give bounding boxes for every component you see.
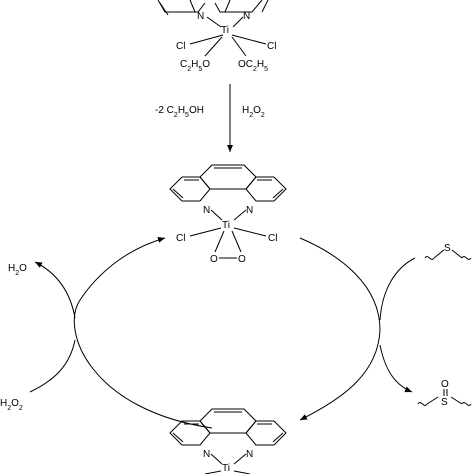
sulfoxide-o: O: [441, 379, 449, 390]
sulfide-s: S: [444, 243, 451, 254]
sulfoxide-out-arrow: [379, 344, 413, 393]
sulfoxide-s: S: [441, 397, 448, 408]
h2o2-in-arrow: [29, 339, 76, 393]
peroxo-o-left: O: [210, 254, 218, 265]
catalytic-cycle: H2O H2O2 S O S: [0, 237, 472, 429]
peroxo-cl-left: Cl: [176, 233, 185, 244]
top-ligand-right: OC2H5: [238, 59, 268, 73]
h2o2-label: H2O2: [0, 398, 23, 412]
peroxo-complex: N N Ti Cl Cl O O: [169, 164, 287, 265]
step-arrow: -2 C2H5OH H2O2: [155, 84, 265, 152]
sulfide-molecule: S: [424, 243, 472, 260]
bottom-complex: N N Ti: [169, 408, 287, 474]
top-n-left: N: [197, 11, 204, 22]
step-left-label: -2 C2H5OH: [155, 105, 204, 119]
sulfide-in-arrow: [379, 257, 416, 321]
top-complex: N N Ti Cl Cl C2H5O OC2H5: [157, 0, 276, 73]
peroxo-o-right: O: [238, 254, 246, 265]
sulfoxide-molecule: O S: [417, 379, 472, 408]
peroxo-n-right: N: [246, 205, 253, 216]
bottom-ti: Ti: [222, 463, 230, 474]
top-cl-left: Cl: [176, 41, 185, 52]
bottom-n-left: N: [203, 449, 210, 460]
peroxo-cl-right: Cl: [268, 233, 277, 244]
left-cycle-arc: [73, 237, 213, 429]
peroxo-n-left: N: [203, 205, 210, 216]
top-ligand-left: C2H5O: [180, 59, 210, 73]
h2o-out-arrow: [34, 261, 76, 319]
peroxo-ti: Ti: [222, 220, 230, 231]
h2o-label: H2O: [8, 263, 27, 277]
top-ti: Ti: [221, 25, 229, 36]
right-cycle-arc: [299, 237, 381, 421]
top-n-right: N: [243, 11, 250, 22]
top-cl-right: Cl: [267, 41, 276, 52]
bottom-n-right: N: [246, 449, 253, 460]
step-right-label: H2O2: [242, 105, 265, 119]
